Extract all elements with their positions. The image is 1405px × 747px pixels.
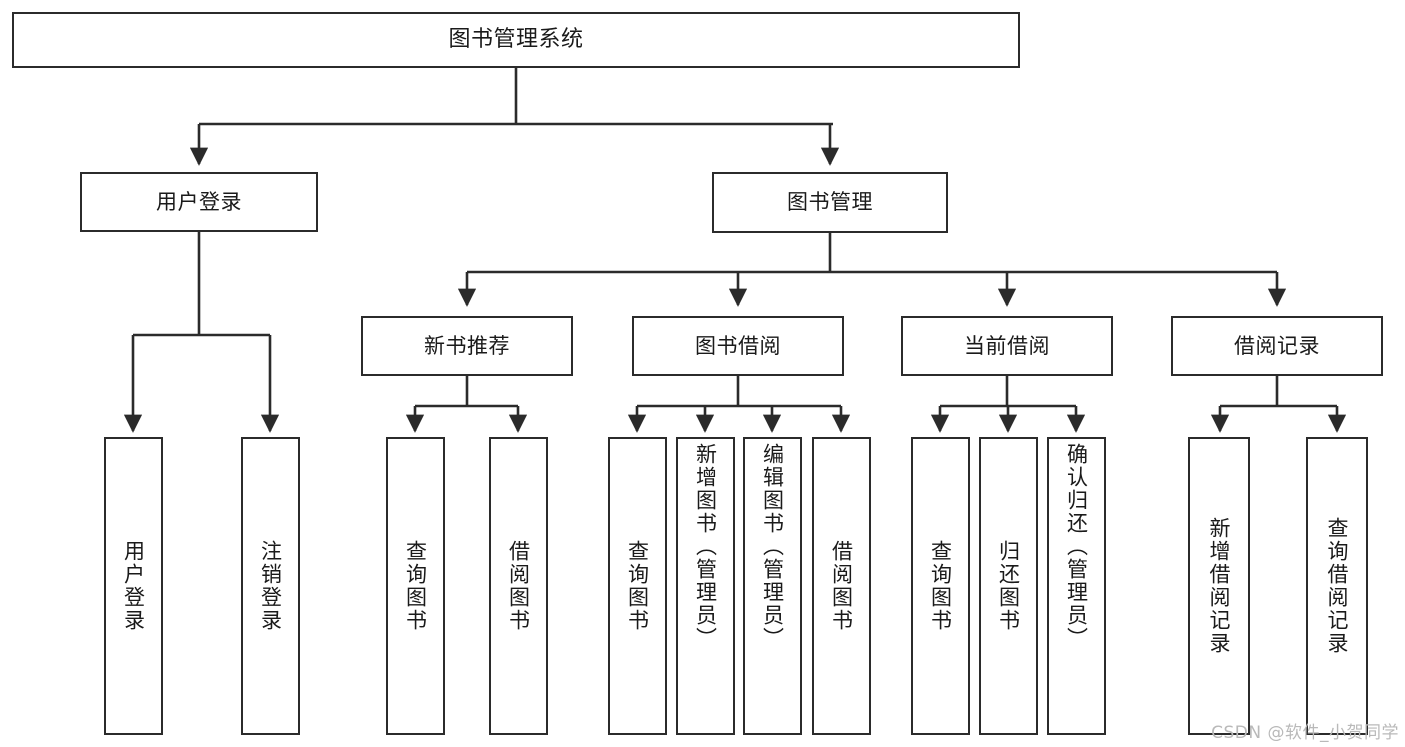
node-label: 借阅图书	[829, 540, 854, 632]
leaf-query-book-2[interactable]: 查询图书	[608, 437, 667, 735]
node-label: 图书管理系统	[448, 27, 584, 53]
leaf-query-book-3[interactable]: 查询图书	[911, 437, 970, 735]
node-user-login[interactable]: 用户登录	[80, 172, 318, 232]
node-label: 用户登录	[121, 540, 146, 632]
node-label: 新书推荐	[424, 333, 510, 358]
node-borrow-record[interactable]: 借阅记录	[1171, 316, 1383, 376]
leaf-edit-book[interactable]: 编辑图书（管理员）	[743, 437, 802, 735]
leaf-return-book[interactable]: 归还图书	[979, 437, 1038, 735]
leaf-query-book-1[interactable]: 查询图书	[386, 437, 445, 735]
node-root-system[interactable]: 图书管理系统	[12, 12, 1020, 68]
node-label: 当前借阅	[964, 333, 1050, 358]
node-book-borrow[interactable]: 图书借阅	[632, 316, 844, 376]
leaf-user-logout[interactable]: 注销登录	[241, 437, 300, 735]
node-book-manage[interactable]: 图书管理	[712, 172, 948, 233]
node-label: 图书管理	[787, 190, 873, 215]
leaf-borrow-book-1[interactable]: 借阅图书	[489, 437, 548, 735]
node-label: 新增借阅记录	[1207, 517, 1232, 655]
node-label: 新增图书（管理员）	[693, 443, 718, 650]
leaf-borrow-book-2[interactable]: 借阅图书	[812, 437, 871, 735]
node-label: 查询图书	[928, 540, 953, 632]
node-label: 查询图书	[625, 540, 650, 632]
watermark-text: CSDN @软件_小贺同学	[1211, 723, 1399, 743]
node-label: 借阅图书	[506, 540, 531, 632]
node-label: 图书借阅	[695, 333, 781, 358]
node-label: 注销登录	[258, 540, 283, 632]
node-label: 编辑图书（管理员）	[760, 443, 785, 650]
node-new-book-rec[interactable]: 新书推荐	[361, 316, 573, 376]
leaf-user-login[interactable]: 用户登录	[104, 437, 163, 735]
leaf-confirm-return[interactable]: 确认归还（管理员）	[1047, 437, 1106, 735]
node-label: 查询图书	[403, 540, 428, 632]
node-label: 确认归还（管理员）	[1064, 443, 1089, 650]
node-label: 借阅记录	[1234, 333, 1320, 358]
node-current-borrow[interactable]: 当前借阅	[901, 316, 1113, 376]
leaf-add-book[interactable]: 新增图书（管理员）	[676, 437, 735, 735]
node-label: 用户登录	[156, 189, 242, 214]
node-label: 查询借阅记录	[1325, 517, 1350, 655]
leaf-add-record[interactable]: 新增借阅记录	[1188, 437, 1250, 735]
leaf-query-record[interactable]: 查询借阅记录	[1306, 437, 1368, 735]
node-label: 归还图书	[996, 540, 1021, 632]
